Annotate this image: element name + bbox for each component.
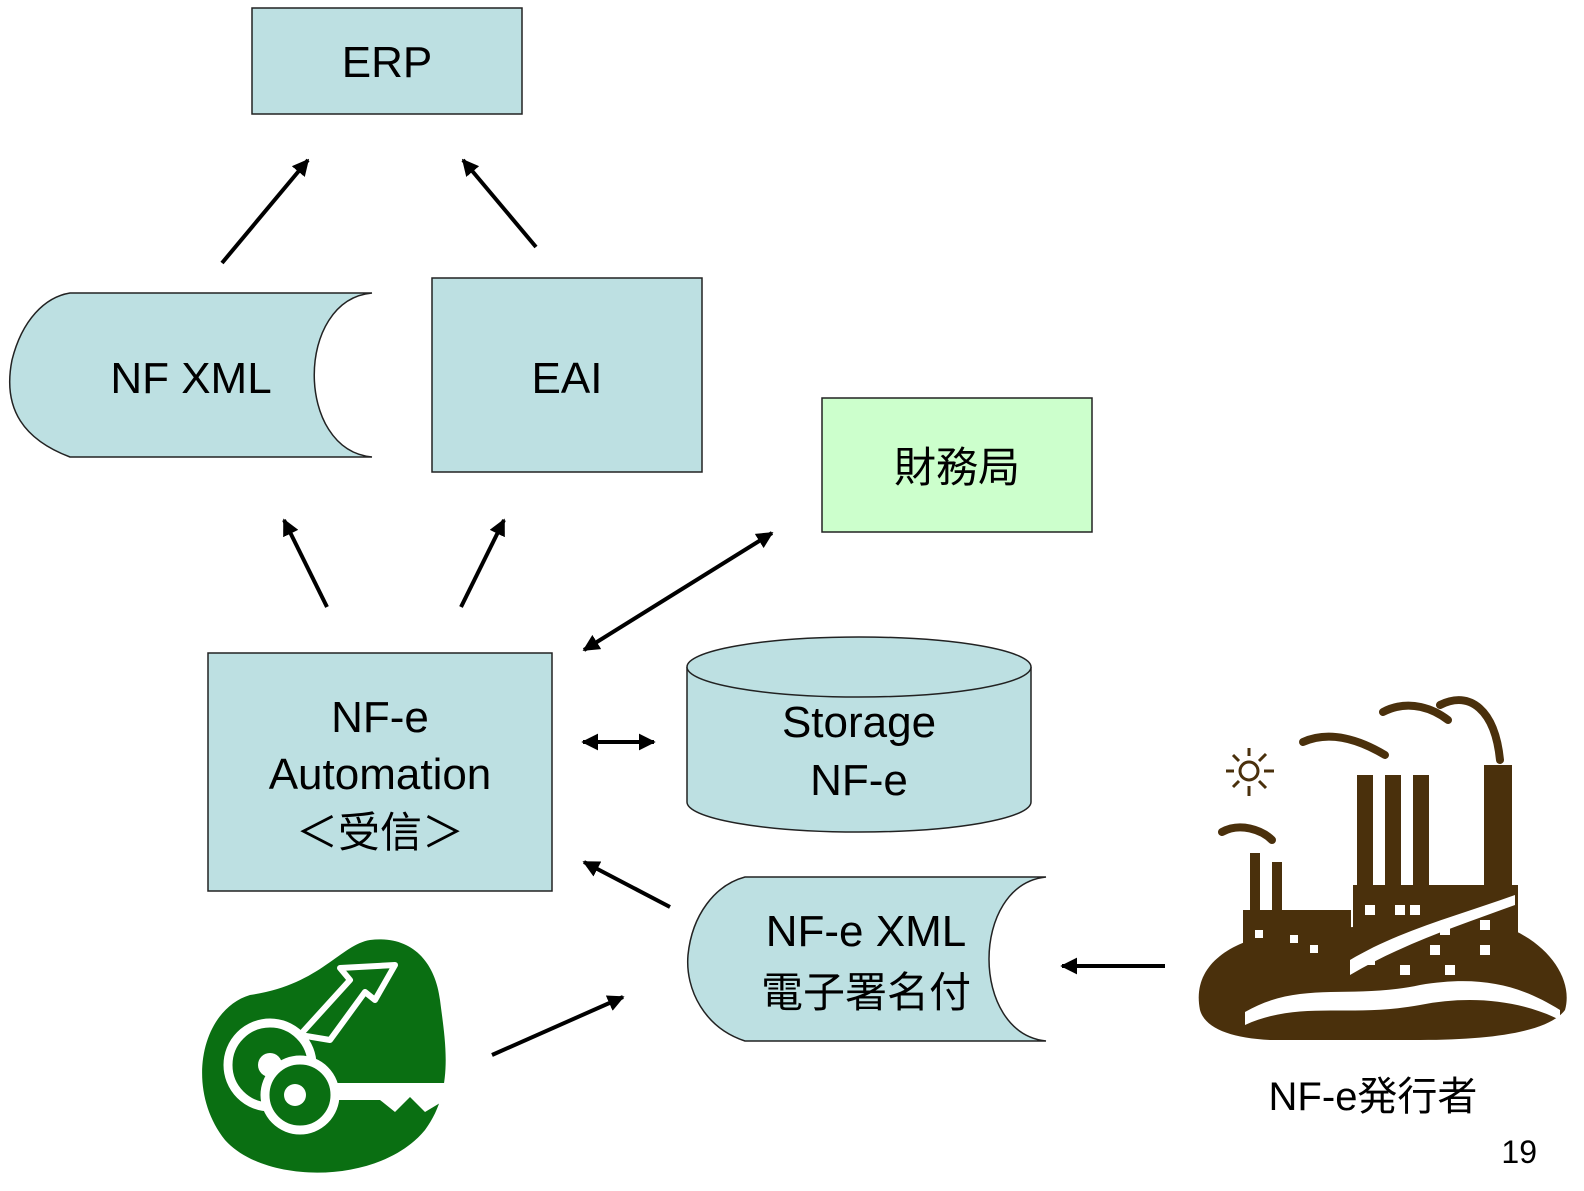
page-number: 19 [1501,1134,1537,1170]
erp-label: ERP [342,38,432,87]
nfe-xml-label-line2: 電子署名付 [761,969,971,1016]
storage-label-line2: NF-e [810,756,908,805]
storage-node: Storage NF-e [686,636,1032,833]
arrow-key-to-nfexml [491,995,625,1057]
arrow-automation-zaimukyoku [582,531,774,652]
zaimukyoku-label: 財務局 [894,444,1020,491]
key-icon [202,939,470,1173]
arrow-automation-to-nfxml [282,518,329,608]
nfe-xml-node: NF-e XML 電子署名付 [687,876,1047,1042]
eai-label: EAI [532,354,603,403]
zaimukyoku-node: 財務局 [821,397,1093,533]
automation-label-line2: Automation [269,750,492,799]
arrow-nfexml-to-automation [582,860,671,909]
arrow-automation-to-eai [459,518,506,608]
erp-node: ERP [251,7,523,115]
storage-label-line1: Storage [782,698,936,747]
arrow-nfxml-to-erp [220,158,310,265]
automation-node: NF-e Automation ＜受信＞ [207,652,553,892]
arrow-eai-to-erp [461,158,538,249]
issuer-label: NF-e発行者 [1269,1075,1478,1119]
eai-node: EAI [431,277,703,473]
nf-xml-node: NF XML [8,292,373,458]
automation-label-line3: ＜受信＞ [296,809,464,856]
factory-icon [1198,696,1567,1040]
nfe-xml-label-line1: NF-e XML [766,907,966,956]
sun-icon [1226,748,1274,796]
nf-xml-label: NF XML [110,354,271,403]
automation-label-line1: NF-e [331,693,429,742]
